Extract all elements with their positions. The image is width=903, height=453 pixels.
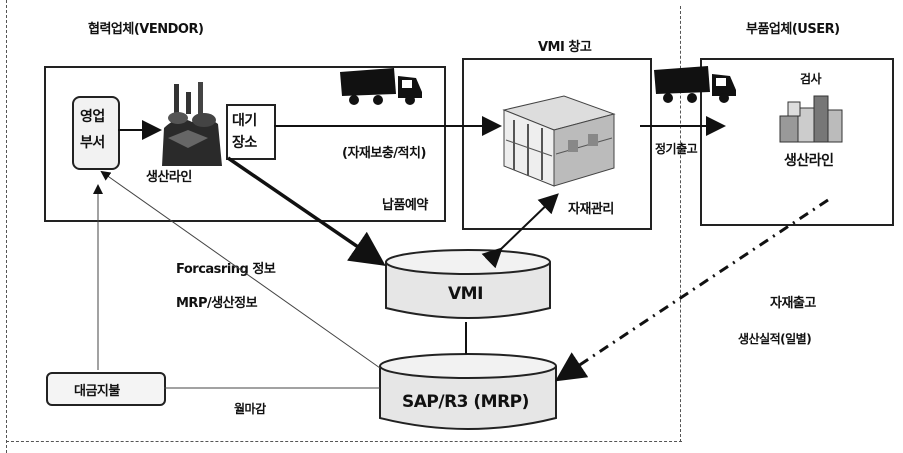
boxes-icon	[779, 95, 843, 143]
sales-dept-label-2: 부서	[80, 135, 105, 151]
payment-label: 대금지불	[74, 384, 120, 399]
daily-output-label: 생산실적(일별)	[738, 332, 812, 346]
vmi-database-label: VMI	[448, 284, 483, 304]
sales-dept-box	[72, 96, 120, 170]
sap-database-cylinder	[379, 353, 557, 430]
standby-area-box	[226, 104, 276, 160]
factory-icon	[162, 82, 222, 166]
monthly-close-label: 월마감	[234, 402, 266, 416]
standby-area-label-2: 장소	[232, 135, 257, 151]
sap-database-label: SAP/R3 (MRP)	[402, 392, 529, 412]
vmi-material-mgmt-arrow	[481, 193, 559, 269]
sap-to-sales-arrow	[100, 170, 381, 369]
user-to-sap-arrow	[555, 198, 829, 382]
vendor-region-title: 협력업체(VENDOR)	[88, 22, 204, 37]
sales-dept-label-1: 영업	[80, 109, 105, 125]
replenish-label: (자재보충/적치)	[342, 146, 426, 161]
mrp-info-label: MRP/생산정보	[176, 296, 258, 311]
material-release-label: 자재출고	[770, 296, 816, 311]
delivery-reservation-label: 납품예약	[382, 198, 428, 213]
material-management-label: 자재관리	[568, 202, 614, 217]
vmi-warehouse-title: VMI 창고	[538, 40, 592, 55]
payment-box	[46, 372, 166, 406]
vendor-production-line-label: 생산라인	[146, 170, 192, 185]
user-production-line-label: 생산라인	[784, 153, 834, 169]
truck-icon	[654, 66, 736, 103]
vendor-boundary-left	[6, 0, 7, 453]
regular-shipment-label: 정기출고	[655, 142, 698, 156]
factory-to-vmi-arrow	[227, 156, 386, 266]
vendor-boundary-right	[680, 6, 681, 442]
user-region-title: 부품업체(USER)	[746, 22, 840, 37]
warehouse-rack-icon	[502, 95, 616, 187]
vendor-boundary-bottom	[6, 441, 682, 442]
inspection-label: 검사	[800, 72, 822, 86]
truck-icon	[340, 68, 422, 105]
standby-area-label-1: 대기	[232, 113, 257, 129]
forecasting-label: Forcasring 정보	[176, 262, 276, 277]
